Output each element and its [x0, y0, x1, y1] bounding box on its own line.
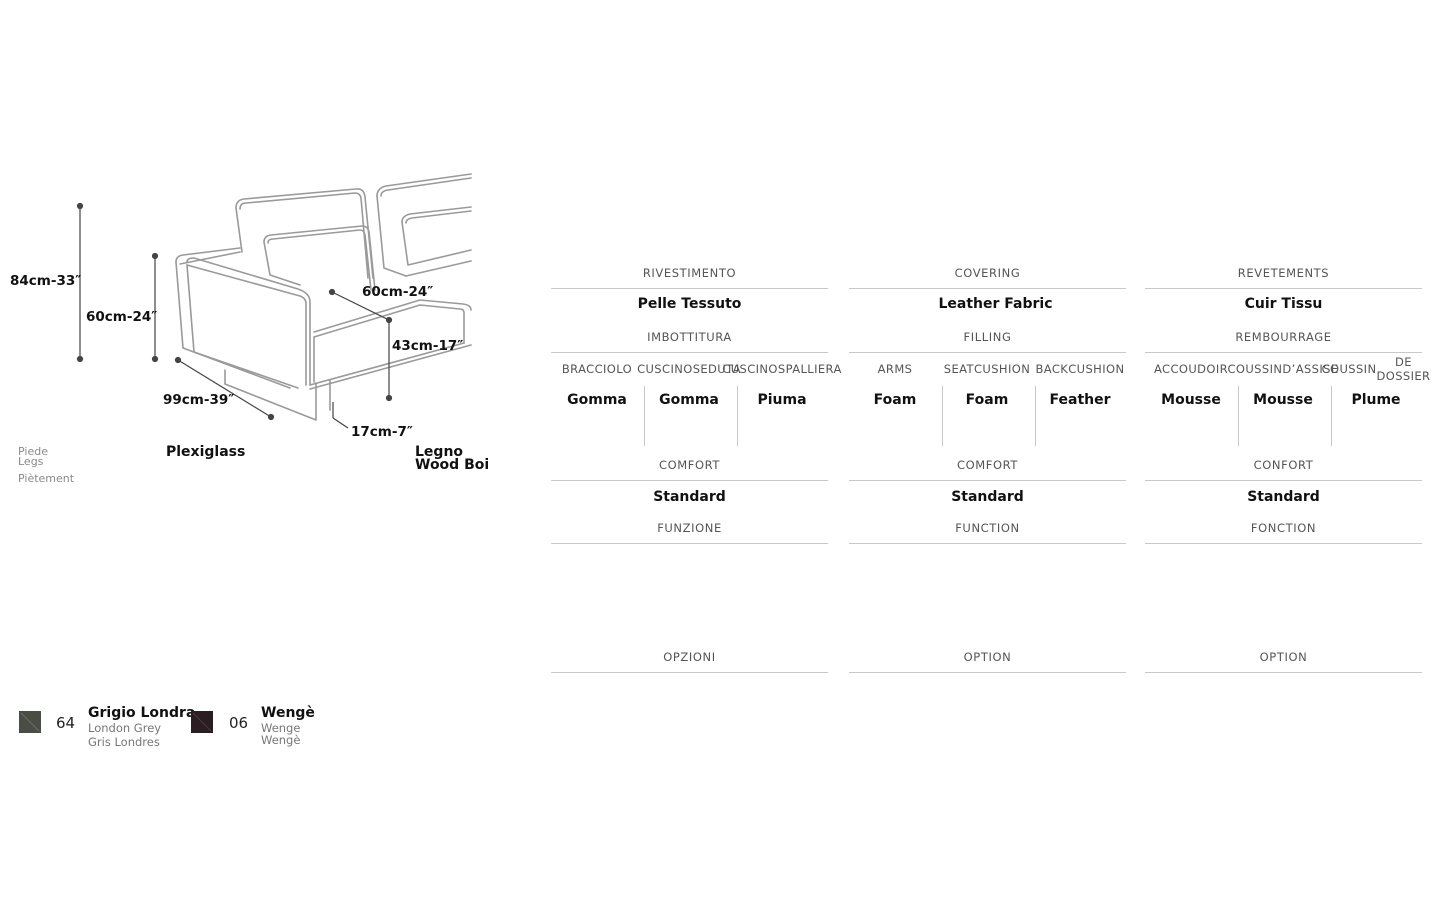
- sofa-seat: [313, 299, 472, 333]
- sofa-back-frame: [235, 188, 374, 279]
- column-separator: [644, 386, 645, 446]
- divider: [849, 543, 1126, 544]
- legs-label-fr: Piètement: [18, 472, 75, 485]
- dim-height-total: 84cm-33″: [10, 273, 82, 289]
- swatch-name: Grigio Londra: [88, 705, 196, 721]
- swatch-name-en: London Grey: [88, 721, 162, 735]
- swatch-code: 06: [229, 714, 249, 732]
- dim-depth: 99cm-39″: [163, 392, 235, 408]
- option-header: OPZIONI: [663, 650, 716, 664]
- filling-seat-value: Gomma: [659, 392, 719, 408]
- covering-value: Leather Fabric: [938, 296, 1053, 312]
- spec-column-italian: RIVESTIMENTO Pelle Tessuto IMBOTTITURA B…: [551, 0, 842, 900]
- divider: [849, 288, 1126, 289]
- divider: [849, 480, 1126, 481]
- comfort-value: Standard: [653, 489, 726, 505]
- filling-arms-value: Mousse: [1161, 392, 1221, 408]
- column-separator: [1331, 386, 1332, 446]
- dim-leg-height: 17cm-7″: [351, 424, 413, 440]
- divider: [551, 352, 828, 353]
- divider: [1145, 543, 1422, 544]
- covering-header: COVERING: [954, 266, 1021, 280]
- function-header: FUNCTION: [955, 521, 1020, 535]
- comfort-header: CONFORT: [1253, 458, 1314, 472]
- swatch-grigio-londra[interactable]: [19, 711, 41, 733]
- divider: [849, 352, 1126, 353]
- dim-line-seat-depth: [331, 291, 390, 321]
- filling-back-value: Piuma: [757, 392, 807, 408]
- swatch-wenge[interactable]: [191, 711, 213, 733]
- covering-header: RIVESTIMENTO: [642, 266, 737, 280]
- column-separator: [1238, 386, 1239, 446]
- comfort-header: COMFORT: [956, 458, 1019, 472]
- column-separator: [1035, 386, 1036, 446]
- divider: [551, 543, 828, 544]
- swatch-code: 64: [56, 714, 76, 732]
- covering-value: Cuir Tissu: [1244, 296, 1323, 312]
- swatch-name-fr: Gris Londres: [88, 735, 160, 749]
- sofa-diagram: [76, 173, 472, 429]
- swatch-name: Wengè: [261, 705, 315, 721]
- sofa-back-cushion: [263, 225, 376, 291]
- function-header: FONCTION: [1250, 521, 1317, 535]
- column-separator: [942, 386, 943, 446]
- filling-back-value: Plume: [1351, 392, 1401, 408]
- filling-seat-value: Foam: [965, 392, 1009, 408]
- column-separator: [737, 386, 738, 446]
- filling-arms-header: ARMS: [877, 362, 913, 376]
- function-header: FUNZIONE: [657, 521, 722, 535]
- divider: [849, 672, 1126, 673]
- divider: [1145, 288, 1422, 289]
- comfort-header: COMFORT: [658, 458, 721, 472]
- filling-arms-value: Gomma: [567, 392, 627, 408]
- dim-line-depth: [177, 359, 272, 418]
- sofa-leg: [224, 369, 317, 421]
- divider: [1145, 352, 1422, 353]
- filling-arms-value: Foam: [873, 392, 917, 408]
- dim-seat-height: 43cm-17″: [392, 338, 464, 354]
- filling-header: IMBOTTITURA: [647, 330, 732, 344]
- filling-back-value: Feather: [1049, 392, 1111, 408]
- option-header: OPTION: [963, 650, 1012, 664]
- divider: [551, 288, 828, 289]
- option-header: OPTION: [1259, 650, 1308, 664]
- spec-column-french: REVETEMENTS Cuir Tissu REMBOURRAGE ACCOU…: [1145, 0, 1431, 900]
- dim-seat-depth: 60cm-24″: [362, 284, 434, 300]
- filling-seat-value: Mousse: [1253, 392, 1313, 408]
- swatch-name-en: Wenge: [261, 721, 301, 735]
- divider: [1145, 672, 1422, 673]
- legs-option-wood: Wood Boi: [415, 457, 490, 473]
- comfort-value: Standard: [1247, 489, 1320, 505]
- filling-arms-header: BRACCIOLO: [561, 362, 633, 376]
- dim-height-arm: 60cm-24″: [86, 309, 158, 325]
- sofa-arm: [175, 247, 241, 263]
- comfort-value: Standard: [951, 489, 1024, 505]
- legs-option-legno: Legno: [415, 444, 464, 460]
- covering-header: REVETEMENTS: [1237, 266, 1330, 280]
- covering-value: Pelle Tessuto: [637, 296, 742, 312]
- legs-option-plexiglass: Plexiglass: [166, 444, 246, 460]
- legs-label-it: Piede: [18, 445, 48, 458]
- swatch-name-fr: Wengè: [261, 733, 301, 747]
- divider: [1145, 480, 1422, 481]
- filling-arms-header: ACCOUDOIR: [1153, 362, 1229, 376]
- spec-column-english: COVERING Leather Fabric FILLING ARMS Foa…: [849, 0, 1126, 900]
- filling-header: REMBOURRAGE: [1235, 330, 1332, 344]
- filling-header: FILLING: [963, 330, 1012, 344]
- legs-label-en: Legs: [18, 455, 44, 468]
- divider: [551, 672, 828, 673]
- divider: [551, 480, 828, 481]
